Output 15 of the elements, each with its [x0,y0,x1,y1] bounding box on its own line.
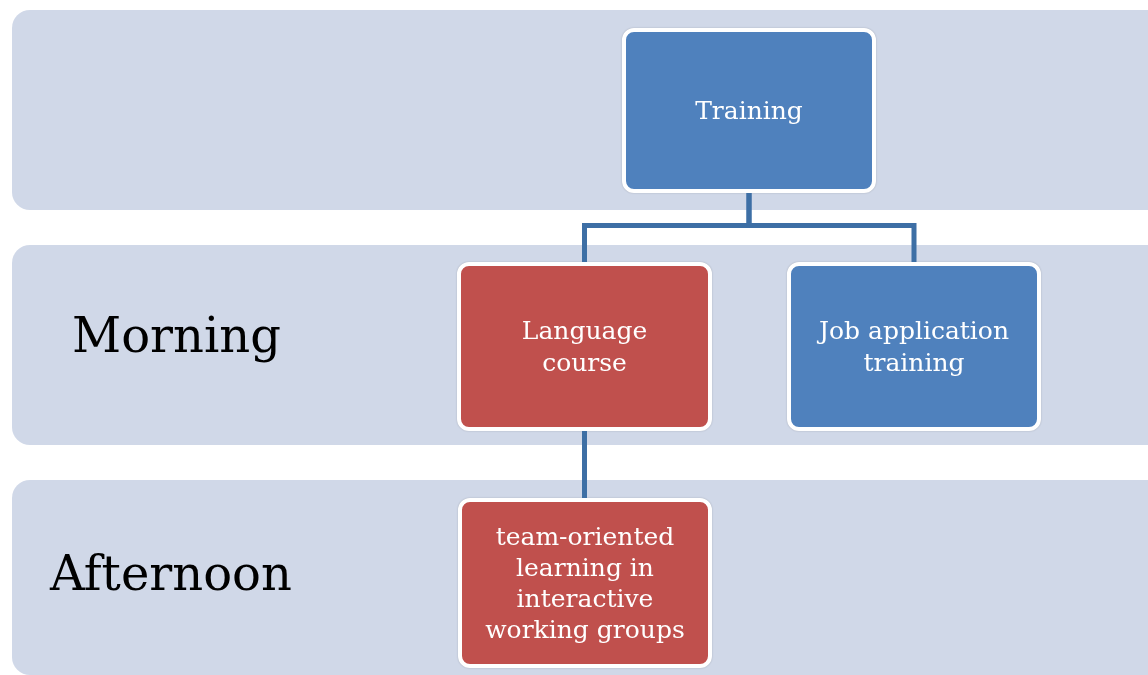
row-band [12,480,1148,675]
process-box [787,262,1041,431]
row-band [12,245,1148,445]
box-label: Job application training [816,315,1010,378]
process-box [458,498,712,668]
row-label: Morning [72,307,281,363]
process-box [622,28,876,193]
box-label: Training [694,94,804,127]
row-band [12,10,1148,210]
connector-line [746,193,917,262]
row-label: Afternoon [50,545,292,601]
connector-line [582,431,587,498]
box-label: Language course [520,315,649,378]
process-box [457,262,712,431]
box-label: team-oriented learning in interactive working groups [484,520,686,646]
